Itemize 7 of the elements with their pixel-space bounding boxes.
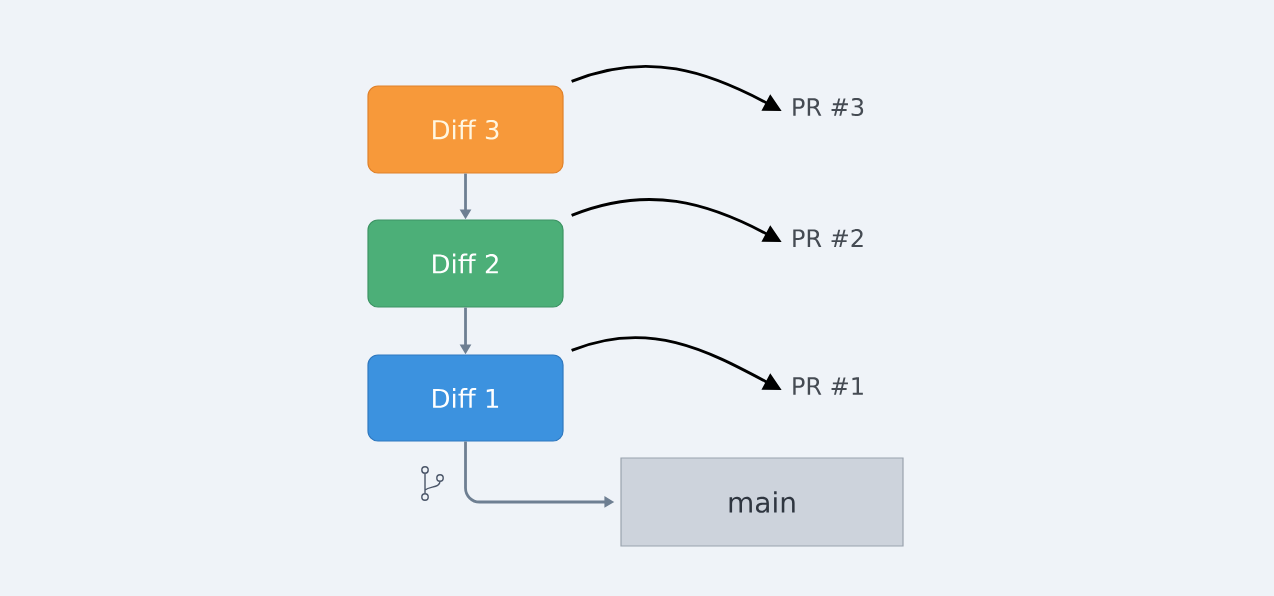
pr-label: PR #3 (793, 97, 864, 117)
diff-box: Diff 2 (367, 219, 564, 308)
diff-box: Diff 1 (367, 354, 564, 442)
pr-label: PR #2 (793, 229, 863, 247)
branch-box: main (620, 457, 904, 547)
pr-label: PR #1 (793, 377, 863, 395)
diff-box: Diff 3 (367, 85, 564, 174)
